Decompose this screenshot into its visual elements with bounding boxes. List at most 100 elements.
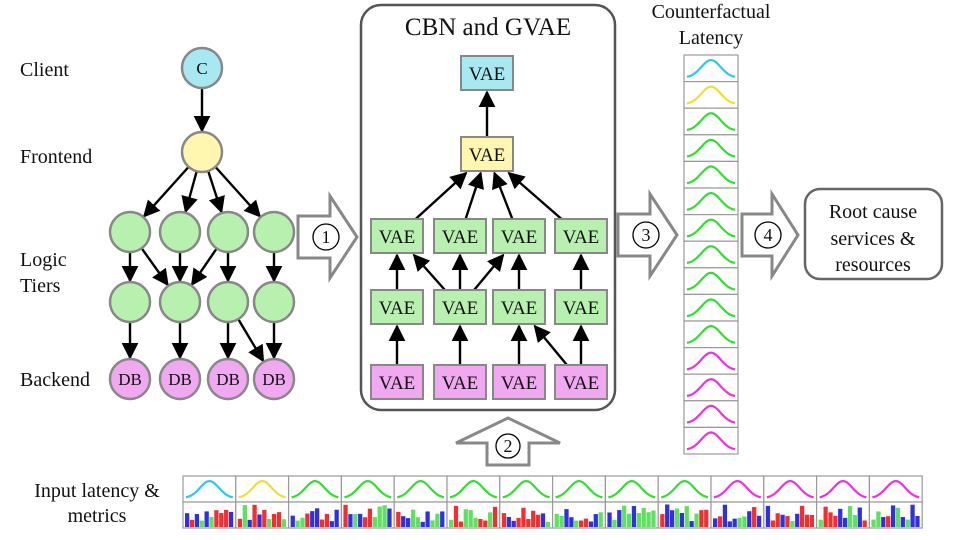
metric-bar [574,520,579,527]
counterfactual-title-line2: Latency [679,27,743,49]
metric-bar [852,515,858,527]
metric-bar [281,519,286,527]
metric-bar [622,505,627,527]
metric-bar [905,519,910,527]
metric-bar [799,505,805,527]
metric-bar [900,517,905,527]
vae-logic-b3 [492,289,546,325]
metric-bar [665,504,670,527]
metric-bar [646,512,651,527]
metric-bar [881,517,886,527]
vae-logic-b2-label: VAE [442,298,479,319]
metric-bar [478,518,483,527]
metric-bar [579,520,584,527]
counterfactual-curve-logic [686,218,736,238]
metric-bar [780,514,785,527]
metric-bar [247,519,252,527]
metric-bar [890,505,896,527]
metric-bar [410,509,416,527]
metric-bar [669,510,675,527]
metric-bar [775,513,780,527]
step-2-label: 2 [504,436,513,456]
metric-bar [300,517,305,527]
metric-bar [694,513,699,527]
service-edge-f-l1 [142,166,190,218]
tier-label-backend: Backend [20,369,90,391]
metric-bar [185,513,190,527]
metric-bar [290,515,295,527]
metric-bar [651,510,656,527]
metric-bar [674,508,680,527]
metric-bar [271,513,277,527]
metric-bar [540,513,546,527]
metric-bar [535,514,541,527]
metric-bar [189,519,195,527]
input-latency-curve-backend [819,479,867,499]
input-latency-curve-logic [396,479,445,499]
metric-bar [430,520,435,527]
input-latency-curve-client [185,479,234,499]
metric-bar [598,512,603,527]
metric-bar [319,519,325,527]
vae-logic-a4-label: VAE [563,227,600,248]
metric-bar [295,520,300,527]
metric-bar [305,513,310,527]
vae-logic-a3-label: VAE [501,227,538,248]
metric-bar [583,518,589,527]
metric-bar [501,513,507,527]
metric-bar [257,514,262,527]
metric-bar [737,517,742,527]
vae-edge-c4-b3 [533,324,568,366]
cbn-gvae-panel [359,3,617,412]
metric-bar [353,514,358,527]
metric-bar [405,518,411,527]
input-latency-curve-backend [766,479,814,499]
input-latency-curve-backend [872,479,920,499]
logic-node-l3 [206,210,250,254]
metric-bar [876,511,881,527]
metric-bar [516,517,521,527]
metric-bar [795,513,800,527]
metric-bar [194,514,200,527]
metric-bar [526,519,531,527]
metric-bar [871,519,876,527]
logic-node-m2 [158,280,202,324]
metric-bar [506,516,511,527]
metric-bar [276,512,282,527]
metric-bar [420,521,425,527]
vae-backend-c3-label: VAE [501,373,538,394]
frontend-node [180,130,224,174]
db-node-d3 [206,357,250,401]
vae-logic-b3-label: VAE [501,298,538,319]
input-latency-curve-logic [502,479,550,499]
db-node-d4-label: DB [262,370,286,389]
metric-bar [564,509,569,527]
metric-bar [377,506,382,527]
root-cause-line2: services & [831,228,916,250]
counterfactual-curve-client [686,58,736,78]
counterfactual-curve-logic [686,191,736,211]
metric-bar [631,506,637,527]
metric-bar [334,509,339,527]
service-edge-f-l2 [181,170,198,214]
counterfactual-curve-logic [686,165,736,185]
vae-backend-c2-label: VAE [442,373,479,394]
counterfactual-curve-backend [686,378,736,398]
metric-bar [358,513,363,527]
metric-bar [242,505,247,527]
service-edge-f-l4 [214,166,262,218]
metric-bar [252,504,257,527]
metric-bar [511,520,516,527]
step-4-label: 4 [764,225,773,245]
metric-bar [895,507,901,527]
input-label-line1: Input latency & [34,480,160,502]
metric-bar [228,511,234,527]
metric-bar [554,513,559,527]
metric-bar [785,516,790,527]
input-latency-curve-logic [344,479,392,499]
client-node [180,46,224,90]
counterfactual-curve-backend [686,431,736,451]
logic-node-l2 [158,210,202,254]
metric-bar [636,513,641,527]
metric-bar [747,511,752,527]
